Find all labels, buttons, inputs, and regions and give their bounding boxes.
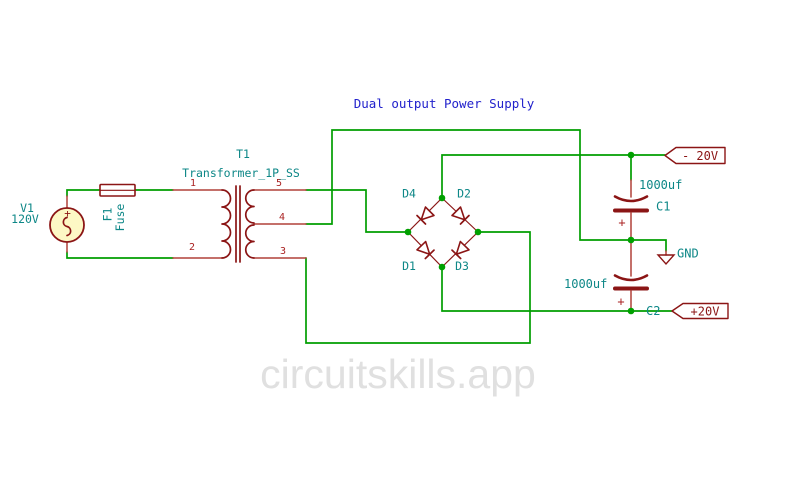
- t1-secondary-coil-upper: [244, 189, 255, 224]
- wire-ac-top[interactable]: [66, 189, 101, 197]
- watermark: circuitskills.app: [260, 351, 536, 397]
- wire-sec3-to-bridge-right[interactable]: [305, 231, 531, 344]
- net-label-negative-20v[interactable]: - 20V: [664, 146, 726, 165]
- c1-plus-mark: +: [618, 216, 625, 230]
- component-c1-capacitor[interactable]: + 1000uf C1: [613, 178, 682, 241]
- positive-label-text: +20V: [691, 305, 720, 319]
- junction-positive-rail[interactable]: [627, 307, 635, 315]
- d3-ref: D3: [455, 259, 469, 273]
- c2-ref: C2: [646, 304, 660, 318]
- component-f1-fuse[interactable]: F1 Fuse: [99, 183, 136, 232]
- d4-ref: D4: [402, 187, 416, 201]
- t1-pin-number-5: 5: [276, 178, 282, 189]
- t1-pin-number-3: 3: [280, 246, 286, 257]
- t1-ref: T1: [236, 147, 250, 161]
- junction-bridge-bottom[interactable]: [438, 263, 446, 271]
- component-ground[interactable]: GND: [656, 247, 699, 266]
- gnd-label: GND: [677, 247, 699, 261]
- f1-ref: F1: [101, 208, 115, 222]
- c2-value: 1000uf: [564, 277, 607, 291]
- component-v1-source[interactable]: + V1 120V: [11, 195, 85, 253]
- d1-ref: D1: [402, 259, 416, 273]
- component-c2-capacitor[interactable]: + 1000uf C2: [564, 242, 660, 318]
- v1-plus-mark: +: [64, 207, 71, 220]
- t1-value: Transformer_1P_SS: [182, 166, 300, 180]
- diode-d1-symbol: [416, 240, 435, 260]
- gnd-triangle-icon: [656, 254, 676, 266]
- positive-label-flag: [671, 302, 729, 320]
- negative-label-flag: [664, 146, 726, 165]
- schematic-title: Dual output Power Supply: [354, 96, 535, 111]
- c1-value: 1000uf: [639, 178, 682, 192]
- wire-sec5-to-bridge-left[interactable]: [305, 189, 409, 233]
- f1-value: Fuse: [113, 204, 127, 232]
- t1-primary-coil: [221, 189, 232, 259]
- component-diode-bridge[interactable]: D4 D2 D1 D3: [402, 187, 479, 274]
- junction-ground[interactable]: [627, 236, 635, 244]
- junction-bridge-left[interactable]: [404, 228, 412, 236]
- v1-sine-icon: [62, 216, 72, 237]
- wire-bridge-positive-rail[interactable]: [441, 266, 673, 312]
- junction-bridge-top[interactable]: [438, 194, 446, 202]
- v1-body: [49, 207, 85, 243]
- diode-d2-symbol: [451, 206, 470, 225]
- t1-pin-number-2: 2: [189, 242, 195, 253]
- t1-secondary-coil-lower: [244, 224, 255, 259]
- diode-d3-symbol: [451, 240, 470, 260]
- d2-ref: D2: [457, 187, 471, 201]
- c2-plate-negative: [613, 274, 649, 282]
- negative-label-text: - 20V: [682, 149, 718, 163]
- junction-negative-rail[interactable]: [627, 151, 635, 159]
- wire-bridge-negative-rail[interactable]: [441, 154, 666, 199]
- t1-pin-number-4: 4: [279, 212, 285, 223]
- wire-sec4-to-ground[interactable]: [305, 129, 667, 252]
- net-label-positive-20v[interactable]: +20V: [671, 302, 729, 320]
- wire-ac-bottom[interactable]: [66, 251, 174, 259]
- junction-bridge-right[interactable]: [474, 228, 482, 236]
- component-t1-transformer[interactable]: 1 2 5 4 3 T1 Transformer_1P_SS: [172, 147, 307, 263]
- v1-ref: V1: [20, 201, 34, 215]
- t1-pin-number-1: 1: [190, 178, 196, 189]
- diode-d4-symbol: [416, 206, 435, 225]
- v1-value: 120V: [11, 212, 39, 226]
- c2-plus-mark: +: [617, 295, 624, 309]
- c1-ref: C1: [656, 200, 670, 214]
- c1-plate-negative: [613, 195, 649, 203]
